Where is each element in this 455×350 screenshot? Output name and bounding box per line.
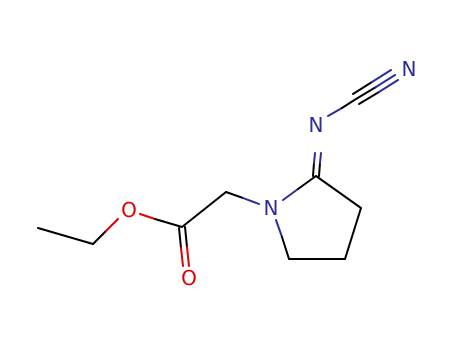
bond-nring-c2 [282, 188, 299, 201]
nitrogen-nitrile-label: N [402, 57, 417, 81]
bond-c2-c3 [315, 175, 362, 209]
nitrogen-ring-label: N [264, 196, 279, 220]
bond-imine-nitrile [327, 107, 343, 117]
bond-c3-c4 [344, 207, 362, 260]
nitrogen-imine-label: N [309, 113, 324, 137]
bond-methyl-ethyl [37, 227, 94, 245]
bond-alpha-nring [225, 191, 244, 199]
bond-alpha-nring-n [242, 197, 260, 205]
oxygen-ether-label: O [121, 198, 137, 222]
atom-labels: O O N N N [121, 57, 416, 290]
bond-ethyl-oxygen [92, 230, 107, 245]
bond-carbonyl-double-b-o [186, 246, 190, 267]
bond-carbonyl-double-a-o [180, 247, 184, 267]
bond-carbonyl-double-b [184, 226, 188, 248]
bond-nring-c5 [275, 219, 283, 238]
bond-c2-imine-b [318, 162, 321, 177]
bond-carbonyl-alpha [181, 191, 227, 228]
bond-oxygen-carbonyl [139, 213, 156, 220]
bond-nitrile-triple-b-n [375, 74, 396, 88]
bond-imine-nitrile-c [341, 98, 357, 109]
bond-nitrile-triple-a [352, 81, 373, 95]
bonds [37, 69, 399, 267]
bond-nring-c5-c [281, 236, 290, 260]
bond-nring-c2-c [297, 175, 317, 190]
bond-nitrile-triple-a-n [371, 69, 392, 83]
bond-nitrile-triple-b [355, 86, 377, 100]
bond-oxygen-carbonyl-c [154, 218, 183, 228]
bond-nitrile-triple-c [358, 91, 380, 105]
bond-c2-imine-a-n [313, 152, 316, 164]
bond-nitrile-triple-c-n [378, 79, 399, 93]
bond-carbonyl-double-a [178, 227, 182, 249]
oxygen-carbonyl-label: O [181, 266, 197, 290]
bond-ethyl-oxygen-o [105, 218, 119, 232]
bond-c2-imine-a [312, 162, 315, 177]
bond-c2-imine-b-n [319, 152, 322, 164]
